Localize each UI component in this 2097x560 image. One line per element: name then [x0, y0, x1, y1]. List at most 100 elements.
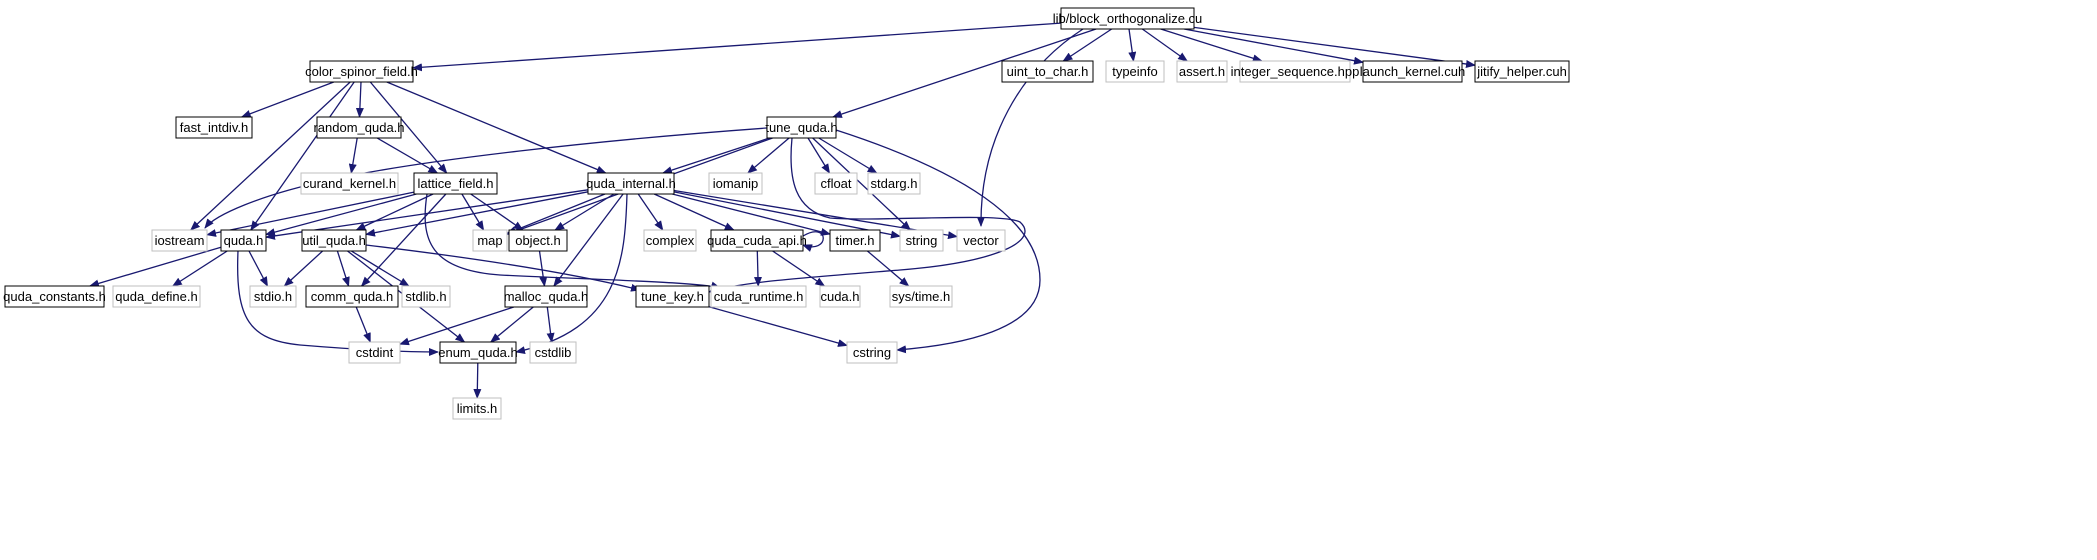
edge-malloc_quda-to-cstdint — [399, 306, 515, 346]
node-box — [300, 172, 399, 195]
node-label: tune_quda.h — [765, 120, 837, 135]
node-box — [151, 229, 208, 252]
node-quda-constants[interactable]: quda_constants.h — [3, 285, 106, 308]
edge-lattice_field-to-quda — [265, 193, 417, 237]
node-sys-time: sys/time.h — [889, 285, 953, 308]
node-box — [112, 285, 201, 308]
node-box — [956, 229, 1006, 252]
node-quda-define: quda_define.h — [112, 285, 201, 308]
node-label: stdarg.h — [871, 176, 918, 191]
edge-quda_internal-to-quda_cuda_api — [653, 193, 735, 231]
node-iostream: iostream — [151, 229, 208, 252]
node-label: cfloat — [820, 176, 851, 191]
node-box — [305, 285, 399, 308]
edge-quda_internal-to-vector — [673, 189, 958, 240]
node-quda-cuda-api[interactable]: quda_cuda_api.h — [707, 229, 807, 252]
edge-quda_internal-to-object — [554, 193, 615, 231]
edge-block_orthogonalize-to-jitify_helper — [1193, 26, 1476, 68]
edge-lattice_field-to-util_quda — [355, 193, 434, 231]
node-label: quda_internal.h — [586, 176, 676, 191]
node-box — [643, 229, 697, 252]
node-box — [472, 229, 508, 252]
edge-tune_quda-to-iostream — [204, 127, 768, 229]
node-tune-quda[interactable]: tune_quda.h — [765, 116, 838, 139]
node-label: stdio.h — [254, 289, 292, 304]
edge-random_quda-to-lattice_field — [376, 137, 439, 174]
node-assert: assert.h — [1176, 60, 1228, 83]
node-box — [4, 285, 105, 308]
node-uint-to-char[interactable]: uint_to_char.h — [1001, 60, 1094, 83]
node-object[interactable]: object.h — [508, 229, 568, 252]
edge-block_orthogonalize-to-vector — [976, 28, 1084, 227]
node-jitify-helper[interactable]: jitify_helper.cuh — [1474, 60, 1570, 83]
edge-lattice_field-to-object — [470, 193, 524, 231]
node-box — [766, 116, 837, 139]
node-box — [413, 172, 498, 195]
edge-quda_internal-to-complex — [637, 193, 664, 231]
node-box — [220, 229, 267, 252]
node-label: launch_kernel.cuh — [1360, 64, 1466, 79]
edge-malloc_quda-to-enum_quda — [490, 306, 534, 343]
node-tune-key[interactable]: tune_key.h — [635, 285, 710, 308]
node-box — [889, 285, 953, 308]
node-comm-quda[interactable]: comm_quda.h — [305, 285, 399, 308]
node-stdio: stdio.h — [249, 285, 297, 308]
edge-quda-to-enum_quda — [236, 250, 439, 356]
node-quda[interactable]: quda.h — [220, 229, 267, 252]
node-box — [1001, 60, 1094, 83]
node-complex: complex — [643, 229, 697, 252]
edge-color_spinor_field-to-fast_intdiv — [240, 81, 335, 118]
node-label: util_quda.h — [302, 233, 366, 248]
node-malloc-quda[interactable]: malloc_quda.h — [504, 285, 589, 308]
node-stdarg: stdarg.h — [867, 172, 921, 195]
edge-random_quda-to-curand_kernel — [348, 137, 358, 174]
edge-block_orthogonalize-to-assert — [1141, 28, 1189, 62]
edge-tune_quda-to-cfloat — [807, 137, 831, 174]
edge-quda_internal-to-util_quda — [365, 191, 589, 237]
edge-object-to-malloc_quda — [538, 250, 548, 287]
node-iomanip: iomanip — [708, 172, 763, 195]
edge-quda-to-stdio — [248, 250, 269, 287]
node-quda-internal[interactable]: quda_internal.h — [586, 172, 676, 195]
node-fast-intdiv[interactable]: fast_intdiv.h — [175, 116, 253, 139]
node-label: cuda.h — [820, 289, 859, 304]
node-box — [1239, 60, 1351, 83]
node-label: stdlib.h — [405, 289, 446, 304]
node-launch-kernel[interactable]: launch_kernel.cuh — [1360, 60, 1466, 83]
node-lattice-field[interactable]: lattice_field.h — [413, 172, 498, 195]
node-enum-quda[interactable]: enum_quda.h — [438, 341, 518, 364]
node-label: lattice_field.h — [418, 176, 494, 191]
node-box — [867, 172, 921, 195]
node-box — [635, 285, 710, 308]
node-cuda-runtime: cuda_runtime.h — [710, 285, 807, 308]
edge-color_spinor_field-to-quda — [250, 81, 355, 231]
edge-block_orthogonalize-to-integer_sequence — [1160, 28, 1263, 63]
node-color-spinor-field[interactable]: color_spinor_field.h — [305, 60, 418, 83]
edge-quda_cuda_api-to-quda_cuda_api — [802, 231, 824, 252]
node-cstdlib: cstdlib — [529, 341, 577, 364]
node-box — [249, 285, 297, 308]
node-cuda: cuda.h — [819, 285, 861, 308]
edge-quda_internal-to-timer — [672, 193, 831, 236]
edge-color_spinor_field-to-random_quda — [355, 81, 364, 118]
node-box — [587, 172, 675, 195]
edge-quda_internal-to-string — [673, 191, 901, 239]
node-box — [301, 229, 367, 252]
edge-tune_key-to-cstring — [708, 306, 848, 347]
edge-quda_internal-to-malloc_quda — [553, 193, 624, 287]
node-label: quda_constants.h — [3, 289, 106, 304]
node-util-quda[interactable]: util_quda.h — [301, 229, 367, 252]
node-label: cstdint — [356, 345, 394, 360]
node-limits: limits.h — [452, 397, 502, 420]
edge-util_quda-to-comm_quda — [336, 250, 350, 287]
node-box — [829, 229, 881, 252]
node-random-quda[interactable]: random_quda.h — [313, 116, 405, 139]
edge-block_orthogonalize-to-tune_quda — [831, 28, 1097, 118]
node-label: timer.h — [835, 233, 874, 248]
node-typeinfo: typeinfo — [1105, 60, 1165, 83]
edge-quda-to-quda_define — [171, 250, 228, 287]
node-label: map — [477, 233, 502, 248]
node-box — [819, 285, 861, 308]
node-timer[interactable]: timer.h — [829, 229, 881, 252]
